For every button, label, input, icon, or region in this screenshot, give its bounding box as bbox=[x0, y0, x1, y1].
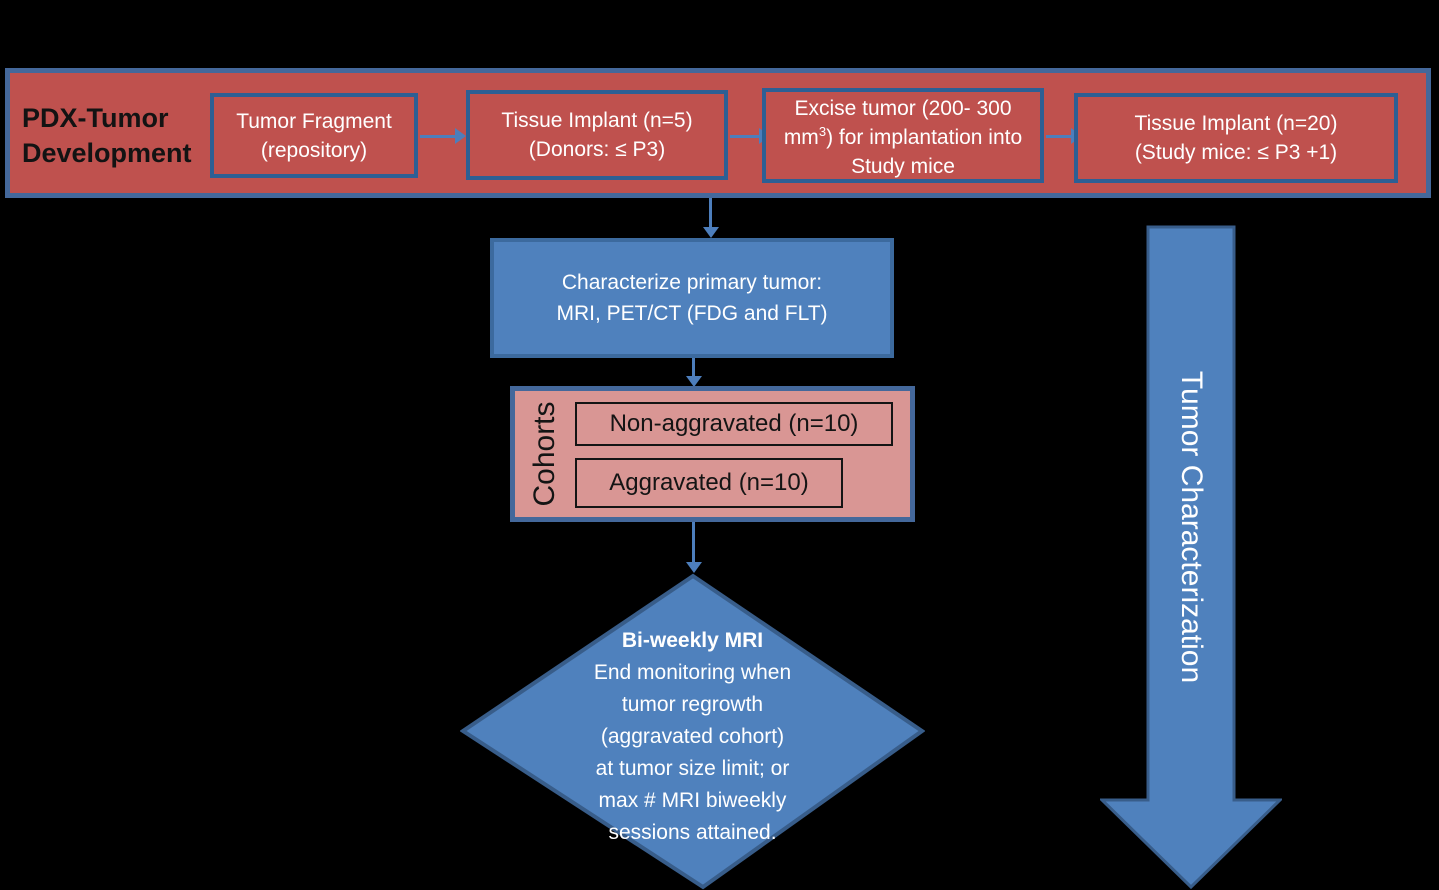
tumor-fragment-line2: (repository) bbox=[260, 138, 368, 162]
characterize-line2: MRI, PET/CT (FDG and FLT) bbox=[556, 302, 828, 325]
tumor-characterization-arrow: Tumor Characterization bbox=[1100, 225, 1282, 890]
arrow-shaft bbox=[692, 358, 695, 376]
arrow-shaft bbox=[1046, 134, 1071, 138]
tissue-implant-n20-box: Tissue Implant (n=20) (Study mice: ≤ P3 … bbox=[1074, 93, 1398, 183]
diamond-text: Bi-weekly MRI End monitoring when tumor … bbox=[460, 625, 925, 849]
tissue-implant-n20-line2: (Study mice: ≤ P3 +1) bbox=[1134, 141, 1338, 164]
cohort-non-aggravated-label: Non-aggravated (n=10) bbox=[609, 410, 859, 437]
arrow-down-icon bbox=[685, 522, 702, 573]
diamond-shape bbox=[460, 573, 925, 890]
tumor-characterization-label: Tumor Characterization bbox=[1175, 370, 1208, 684]
cohort-non-aggravated: Non-aggravated (n=10) bbox=[575, 402, 893, 446]
tissue-implant-n5-line1: Tissue Implant (n=5) bbox=[501, 109, 693, 132]
cohorts-box: Cohorts Non-aggravated (n=10) Aggravated… bbox=[510, 386, 915, 522]
banner-title-line2: Development bbox=[22, 138, 192, 168]
characterize-tumor-box: Characterize primary tumor: MRI, PET/CT … bbox=[490, 238, 894, 358]
diamond-line: (aggravated cohort) bbox=[600, 725, 785, 748]
big-down-arrow-icon bbox=[1100, 225, 1282, 890]
arrow-head bbox=[455, 128, 466, 144]
arrow-shaft bbox=[420, 134, 455, 138]
arrow-shaft bbox=[692, 522, 695, 562]
diamond-line: at tumor size limit; or bbox=[595, 757, 790, 780]
arrow-head bbox=[702, 227, 719, 238]
arrow-down-icon bbox=[685, 358, 702, 387]
tumor-fragment-box: Tumor Fragment (repository) bbox=[210, 93, 418, 178]
biweekly-mri-diamond: Bi-weekly MRI End monitoring when tumor … bbox=[460, 573, 925, 890]
cohort-aggravated-label: Aggravated (n=10) bbox=[609, 469, 809, 496]
excise-tumor-text: Excise tumor (200- 300 mm3) for implanta… bbox=[783, 96, 1023, 178]
diamond-line: sessions attained. bbox=[608, 821, 777, 844]
diamond-line: tumor regrowth bbox=[621, 693, 764, 716]
tissue-implant-n20-line1: Tissue Implant (n=20) bbox=[1134, 112, 1338, 135]
arrow-right-icon bbox=[420, 128, 466, 144]
cohorts-rotated-label: Cohorts bbox=[528, 401, 561, 507]
arrow-shaft bbox=[730, 134, 759, 138]
tumor-fragment-line1: Tumor Fragment bbox=[236, 109, 392, 133]
diamond-line: max # MRI biweekly bbox=[598, 789, 787, 812]
arrow-shaft bbox=[709, 198, 712, 227]
tissue-implant-n5-line2: (Donors: ≤ P3) bbox=[528, 138, 666, 161]
arrow-head bbox=[685, 376, 702, 387]
banner-title-line1: PDX-Tumor bbox=[22, 103, 169, 133]
superscript-3: 3 bbox=[818, 123, 827, 139]
tissue-implant-n5-box: Tissue Implant (n=5) (Donors: ≤ P3) bbox=[466, 90, 728, 180]
pdx-development-banner: PDX-Tumor Development Tumor Fragment (re… bbox=[5, 68, 1431, 198]
cohort-aggravated: Aggravated (n=10) bbox=[575, 458, 843, 508]
arrow-head bbox=[685, 562, 702, 573]
arrow-down-icon bbox=[702, 198, 719, 238]
diamond-line: End monitoring when bbox=[593, 661, 792, 684]
excise-tumor-box: Excise tumor (200- 300 mm3) for implanta… bbox=[762, 88, 1044, 183]
characterize-line1: Characterize primary tumor: bbox=[561, 271, 823, 294]
diamond-title: Bi-weekly MRI bbox=[621, 629, 764, 652]
banner-title: PDX-Tumor Development bbox=[22, 101, 192, 171]
